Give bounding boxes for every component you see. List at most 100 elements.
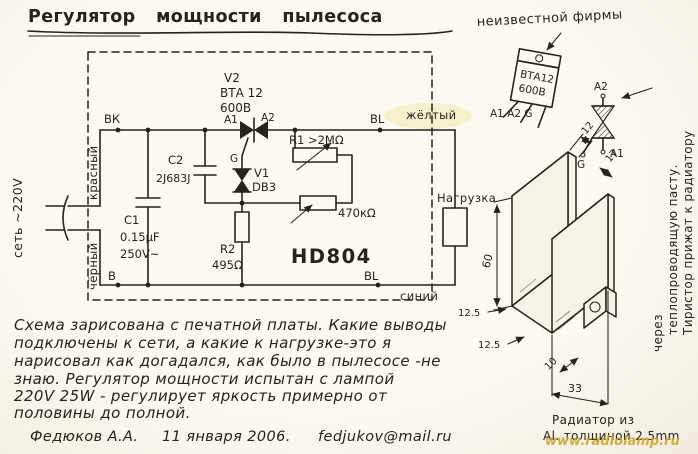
triac-v2: V2 ВТА 12 600В А1 А2 G	[220, 71, 275, 170]
diac-triangle	[234, 180, 250, 192]
v2-gate-label: G	[230, 153, 238, 165]
terminal-dot	[115, 127, 121, 133]
package-marking-2: 600В	[518, 82, 547, 99]
notes-paragraph: Схема зарисована с печатной платы. Какие…	[14, 316, 447, 422]
package-marking-1: ВТА12	[519, 68, 555, 86]
blue-wire-label: синий	[400, 289, 438, 303]
c1-name: С1	[124, 213, 139, 227]
note-line-2: через	[651, 314, 665, 352]
note-arrow	[621, 87, 653, 99]
capacitor-c1: С1 0.15μF 250V~	[120, 127, 161, 288]
heatsink-sketch: 60 12 17 12.5 12.5 10 33	[458, 120, 620, 407]
dim-10: 10	[543, 356, 560, 373]
triac-triangle	[240, 121, 254, 139]
notes-line: нарисовал как догадался, как было в пыле…	[14, 352, 441, 370]
mains-plug: сеть ~220V	[10, 178, 101, 258]
note-arrow	[546, 32, 562, 51]
r2-box	[234, 211, 250, 243]
notes-line: 220V 25W - регулирует яркость примерно о…	[14, 387, 388, 405]
v1-name: V1	[254, 166, 269, 180]
pot-value: 470кΩ	[338, 206, 376, 220]
dim-leader	[487, 306, 507, 314]
mains-label: сеть ~220V	[10, 178, 25, 258]
author-name: Федюков А.А.	[30, 429, 138, 445]
plug-body	[62, 195, 69, 241]
email: fedjukov@mail.ru	[318, 429, 452, 445]
pot-wiper-arrow	[290, 204, 313, 224]
package-note: неизвестной фирмы	[476, 7, 623, 51]
v1-type: DB3	[252, 180, 276, 194]
dim-line-12	[580, 135, 591, 145]
terminal-b: В	[108, 269, 116, 283]
note-line-3: теплопроводящую пасту.	[666, 164, 680, 335]
plug-prongs	[45, 205, 65, 231]
black-wire-label: чёрный	[86, 242, 100, 290]
c1-symbol	[135, 129, 161, 286]
terminal-dot	[375, 282, 381, 288]
fin-right-edge	[607, 193, 615, 294]
notes-line: половины до полной.	[14, 404, 191, 422]
resistor-r1: R1 >2МΩ	[289, 127, 353, 204]
footer-signature: Федюков А.А. 11 января 2006. fedjukov@ma…	[30, 429, 452, 445]
package-pins-label: А1 А2 G	[490, 108, 533, 120]
v2-type: ВТА 12	[220, 86, 263, 100]
heatsink-caption: Радиатор из Al. толщиной 2.5mm www.radio…	[543, 413, 680, 449]
symbol-g-label: G	[577, 159, 585, 171]
junction-dot	[145, 127, 151, 133]
c2-symbol	[193, 129, 217, 204]
junction-dot	[145, 282, 151, 288]
terminal-dot	[115, 282, 121, 288]
potentiometer-470k: 470кΩ	[290, 195, 376, 224]
dim-33: 33	[568, 382, 582, 395]
terminal-bl-top: BL	[370, 112, 385, 126]
package-hole	[535, 54, 544, 63]
triac-symbol: А2 А1 G	[577, 81, 624, 171]
rail-wire	[99, 129, 456, 286]
note-line-1: Тиристор прижат к радиатору	[681, 131, 695, 336]
r2-value: 495Ω	[212, 258, 243, 272]
r1-box	[292, 147, 338, 163]
dim-12-5-a: 12.5	[458, 308, 480, 319]
triac-triangle	[254, 121, 268, 139]
page-title: Регулятор мощности пылесоса	[28, 7, 383, 27]
caption-line-1: Радиатор из	[552, 413, 634, 427]
r1-label: R1 >2МΩ	[289, 133, 344, 147]
symbol-triangle	[590, 120, 616, 139]
dim-leader	[507, 336, 525, 345]
terminal-bk: ВК	[104, 112, 120, 126]
v2-name: V2	[224, 71, 240, 85]
gate-network: R2 495Ω	[204, 200, 301, 288]
load-label: Нагрузка	[437, 191, 496, 205]
mounting-hole	[589, 301, 601, 313]
notes-line: знаю. Регулятор мощности испытан с лампо…	[14, 370, 395, 388]
symbol-a1-label: А1	[610, 148, 624, 160]
caption-line-2: Al. толщиной 2.5mm	[543, 429, 680, 443]
capacitor-c2: С2 2J683J	[156, 127, 217, 204]
dim-60: 60	[480, 253, 496, 270]
r2-name: R2	[220, 242, 235, 256]
red-wire-label: красный	[86, 146, 100, 201]
hatching	[519, 278, 575, 331]
load: Нагрузка	[437, 191, 496, 247]
pot-box	[299, 195, 337, 211]
symbol-a2-label: А2	[594, 81, 608, 93]
v2-a2-label: А2	[261, 112, 275, 124]
package-legs	[502, 100, 547, 129]
watermark: www.radiolamp.ru	[545, 434, 680, 449]
dim-line-17	[599, 167, 613, 178]
dim-line-10	[559, 357, 579, 373]
triac-package: ВТА12 600В	[502, 48, 562, 129]
title-underline	[27, 30, 453, 36]
board-outline	[87, 51, 433, 301]
notes-line: подключены к сети, а какие к нагрузке-эт…	[14, 334, 391, 352]
r1-wiper-arrow	[296, 142, 332, 171]
symbol-triangle	[590, 105, 616, 124]
c1-rating: 250V~	[120, 247, 159, 261]
terminal-bl-bottom: BL	[364, 269, 379, 283]
terminal-dot	[377, 127, 383, 133]
v2-a1-label: А1	[224, 114, 238, 126]
feeder-wires: красный чёрный	[86, 129, 101, 290]
c2-name: С2	[168, 153, 183, 167]
diac-triangle	[234, 169, 250, 181]
